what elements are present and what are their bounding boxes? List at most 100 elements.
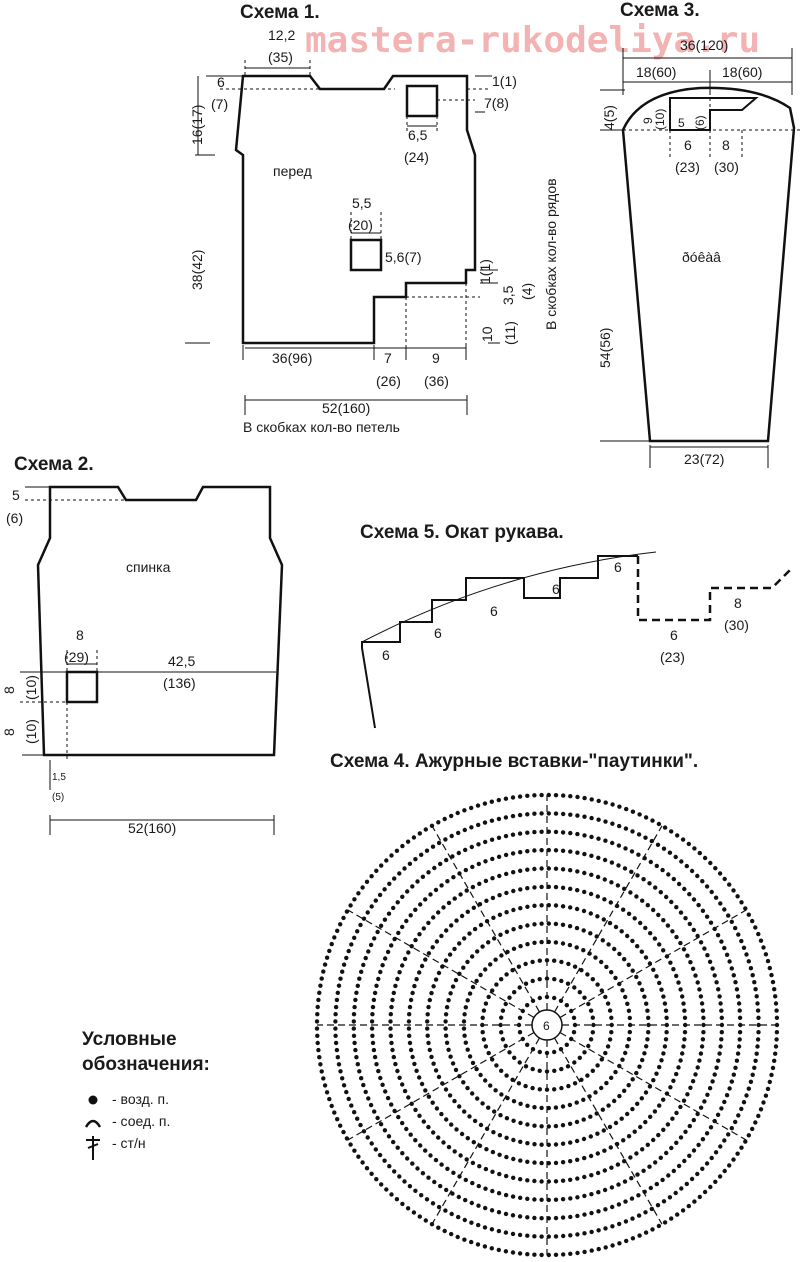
chain-dot bbox=[705, 953, 710, 958]
chain-dot bbox=[613, 975, 618, 981]
chain-dot bbox=[386, 1134, 392, 1139]
chain-dot bbox=[415, 879, 420, 884]
chain-dot bbox=[750, 973, 755, 978]
chain-dot bbox=[444, 1040, 450, 1046]
chain-dot bbox=[739, 1106, 744, 1112]
chain-dot bbox=[648, 1185, 653, 1191]
chain-dot bbox=[553, 884, 559, 890]
chain-dot bbox=[568, 868, 573, 873]
chain-dot bbox=[724, 952, 730, 957]
chain-dot bbox=[581, 948, 586, 953]
chain-dot bbox=[609, 1030, 614, 1035]
chain-dot bbox=[476, 861, 481, 867]
chain-dot bbox=[623, 994, 628, 1000]
chain-dot bbox=[741, 945, 747, 950]
chain-dot bbox=[678, 987, 683, 992]
chain-dot bbox=[391, 1139, 396, 1145]
chain-dot bbox=[449, 813, 454, 819]
chain-dot bbox=[491, 915, 496, 920]
chain-dot bbox=[444, 1005, 450, 1010]
chain-dot bbox=[603, 1245, 608, 1250]
chain-dot bbox=[582, 1231, 587, 1236]
chain-dot bbox=[552, 1049, 557, 1055]
chain-dot bbox=[737, 1030, 743, 1035]
chain-dot bbox=[423, 957, 428, 962]
chain-dot bbox=[566, 961, 571, 967]
chain-dot bbox=[626, 911, 632, 916]
chain-dot bbox=[396, 930, 401, 936]
chain-dot bbox=[341, 1129, 346, 1135]
chain-dot bbox=[574, 1100, 579, 1105]
chain-dot bbox=[668, 960, 673, 965]
chain-dot bbox=[616, 843, 622, 848]
chain-dot bbox=[486, 940, 491, 945]
chain-dot bbox=[588, 1114, 593, 1119]
chain-dot bbox=[462, 1012, 467, 1017]
chain-dot bbox=[394, 1197, 400, 1202]
chain-dot bbox=[393, 983, 398, 989]
chain-dot bbox=[634, 974, 639, 980]
chain-dot bbox=[490, 895, 496, 901]
chain-dot bbox=[560, 1215, 566, 1220]
chain-dot bbox=[355, 929, 360, 934]
chain-dot bbox=[510, 968, 515, 973]
chain-dot bbox=[661, 994, 666, 999]
chain-dot bbox=[560, 1141, 566, 1146]
sleeve-d8: 8 bbox=[722, 137, 730, 153]
chain-dot bbox=[516, 1081, 522, 1086]
chain-dot bbox=[643, 1090, 649, 1095]
chain-dot bbox=[488, 1083, 493, 1088]
chain-dot bbox=[425, 1012, 430, 1017]
chain-dot bbox=[553, 848, 559, 853]
chain-dot bbox=[462, 1033, 467, 1038]
chain-dot bbox=[743, 1139, 748, 1144]
chain-dot bbox=[710, 966, 715, 971]
legend-item-dc: - ст/н bbox=[112, 1135, 146, 1151]
front-r-1: 1(1) bbox=[477, 259, 493, 284]
chain-dot bbox=[475, 1096, 480, 1101]
chain-dot bbox=[415, 1166, 420, 1171]
chain-dot bbox=[634, 1151, 639, 1156]
chain-dot bbox=[568, 886, 573, 891]
chain-dot bbox=[530, 1047, 536, 1052]
chain-dot bbox=[574, 906, 580, 912]
chain-dot bbox=[404, 1126, 409, 1132]
chain-dot bbox=[530, 959, 535, 965]
chain-dot bbox=[579, 968, 584, 973]
chain-dot bbox=[359, 969, 364, 974]
chain-dot bbox=[354, 990, 359, 995]
front-bottom-36b: (36) bbox=[424, 373, 449, 389]
chain-dot bbox=[498, 1113, 503, 1118]
chain-dot bbox=[671, 967, 676, 972]
chain-dot bbox=[606, 1103, 611, 1108]
chain-dot bbox=[560, 1160, 566, 1165]
chain-dot bbox=[510, 1194, 516, 1199]
chain-dot bbox=[411, 835, 417, 840]
chain-dot bbox=[609, 880, 614, 885]
chain-dot bbox=[599, 959, 604, 965]
chain-dot bbox=[400, 1201, 405, 1207]
cap-step-5: 6 bbox=[614, 559, 622, 575]
chain-dot bbox=[532, 1197, 537, 1202]
chain-dot bbox=[470, 1180, 475, 1186]
chain-dot bbox=[459, 913, 465, 919]
chain-dot bbox=[619, 929, 624, 934]
chain-dot bbox=[483, 878, 489, 884]
chain-dot bbox=[687, 892, 692, 897]
chain-dot bbox=[438, 1183, 443, 1189]
chain-dot bbox=[602, 1168, 607, 1173]
sleeve-outline bbox=[621, 86, 796, 443]
chain-dot bbox=[499, 1092, 504, 1097]
chain-dot bbox=[560, 848, 566, 853]
chain-dot bbox=[489, 1246, 494, 1251]
chain-dot bbox=[483, 839, 488, 845]
chain-dot bbox=[577, 1055, 582, 1061]
web-spoke bbox=[431, 1037, 541, 1225]
chain-dot bbox=[666, 872, 671, 877]
chain-dot bbox=[737, 1015, 743, 1020]
chain-dot bbox=[436, 1074, 442, 1080]
chain-dot bbox=[486, 1050, 491, 1056]
chain-dot bbox=[589, 853, 594, 858]
chain-dot bbox=[537, 977, 542, 982]
chain-dot bbox=[341, 962, 347, 967]
